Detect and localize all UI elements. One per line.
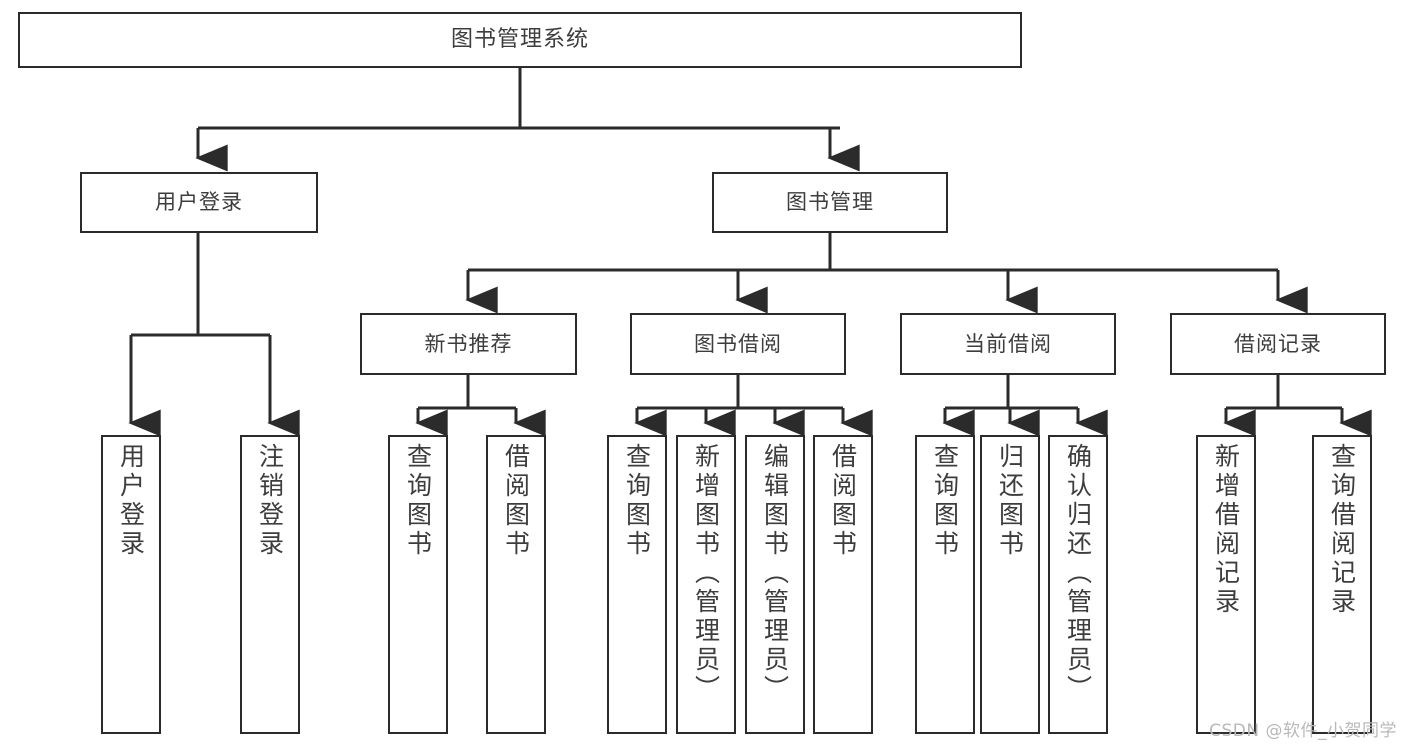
leaf-user-login-signin[interactable]: 用户登录 xyxy=(101,435,161,734)
node-label: 新书推荐 xyxy=(424,331,513,356)
node-label: 借阅记录 xyxy=(1234,331,1322,356)
node-label: 借阅图书 xyxy=(828,443,858,559)
node-label: 图书管理系统 xyxy=(450,27,589,53)
node-label: 当前借阅 xyxy=(964,331,1052,356)
node-label: 新增借阅记录 xyxy=(1211,443,1241,617)
leaf-new-book-borrow[interactable]: 借阅图书 xyxy=(486,435,546,734)
node-borrow-record[interactable]: 借阅记录 xyxy=(1170,313,1386,375)
node-label: 用户登录 xyxy=(116,443,146,559)
node-label: 图书借阅 xyxy=(694,331,782,356)
leaf-current-return-book[interactable]: 归还图书 xyxy=(980,435,1040,734)
node-label: 查询图书 xyxy=(403,443,433,559)
leaf-user-login-signout[interactable]: 注销登录 xyxy=(240,435,300,734)
node-book-borrow[interactable]: 图书借阅 xyxy=(630,313,846,375)
node-label: 归还图书 xyxy=(995,443,1025,559)
node-book-management[interactable]: 图书管理 xyxy=(712,172,948,233)
leaf-current-confirm-return-admin[interactable]: 确认归还（管理员） xyxy=(1048,435,1108,734)
node-label: 用户登录 xyxy=(155,190,243,215)
node-current-borrow[interactable]: 当前借阅 xyxy=(900,313,1116,375)
leaf-current-query-book[interactable]: 查询图书 xyxy=(915,435,975,734)
node-label: 编辑图书（管理员） xyxy=(760,443,790,704)
node-label: 新增图书（管理员） xyxy=(691,443,721,704)
node-new-book-recommend[interactable]: 新书推荐 xyxy=(360,313,577,375)
leaf-borrow-edit-book-admin[interactable]: 编辑图书（管理员） xyxy=(745,435,805,734)
node-label: 注销登录 xyxy=(255,443,285,559)
leaf-record-add-borrow-record[interactable]: 新增借阅记录 xyxy=(1196,435,1256,734)
node-label: 查询借阅记录 xyxy=(1327,443,1357,617)
node-root-book-management-system[interactable]: 图书管理系统 xyxy=(18,12,1022,68)
node-label: 查询图书 xyxy=(622,443,652,559)
leaf-borrow-add-book-admin[interactable]: 新增图书（管理员） xyxy=(676,435,736,734)
node-label: 图书管理 xyxy=(786,190,874,215)
csdn-watermark: CSDN @软件_小贺同学 xyxy=(1209,721,1397,741)
leaf-borrow-borrow-book[interactable]: 借阅图书 xyxy=(813,435,873,734)
node-label: 查询图书 xyxy=(930,443,960,559)
node-label: 确认归还（管理员） xyxy=(1063,443,1093,704)
leaf-new-book-query[interactable]: 查询图书 xyxy=(388,435,448,734)
node-label: 借阅图书 xyxy=(501,443,531,559)
leaf-record-query-borrow-record[interactable]: 查询借阅记录 xyxy=(1312,435,1372,734)
node-user-login[interactable]: 用户登录 xyxy=(80,172,318,233)
leaf-borrow-query-book[interactable]: 查询图书 xyxy=(607,435,667,734)
